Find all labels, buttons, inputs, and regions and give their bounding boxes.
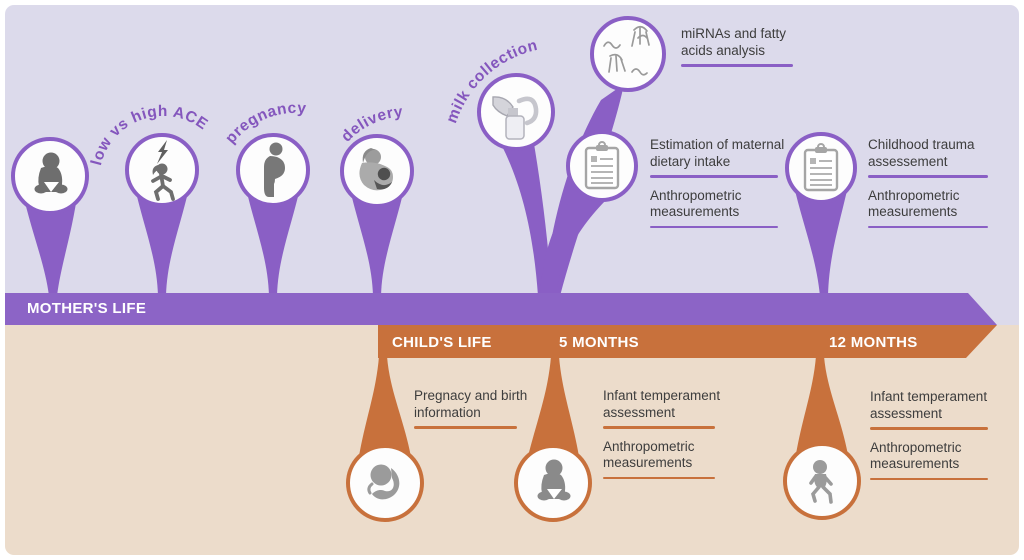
pin-ace [134, 184, 190, 296]
walking-toddler-icon [809, 460, 833, 504]
mother-circles [11, 16, 857, 215]
pin-twelve-month-mother [793, 182, 849, 296]
pin-baseline [22, 190, 78, 296]
pin-five-months [525, 356, 581, 469]
child-life-band [378, 325, 997, 358]
sitting-baby-icon [34, 152, 68, 194]
sitting-baby-icon [537, 459, 571, 501]
mirna-molecules-icon [603, 25, 650, 76]
pin-birth [357, 356, 413, 469]
clipboard-icon [584, 141, 620, 190]
circle-mirna [590, 16, 666, 92]
breast-pump-icon [492, 96, 539, 140]
child-pin-tails [357, 356, 850, 469]
nursing-mother-icon [359, 148, 393, 191]
child-circles [346, 442, 861, 522]
running-girl-with-lightning-icon [151, 140, 175, 201]
lightning-icon [157, 140, 168, 164]
pin-milk-branch-pump [502, 132, 552, 296]
pin-pregnancy [245, 184, 301, 296]
clipboard-icon [803, 143, 839, 192]
child-life-background [5, 325, 1019, 555]
fetus-icon [367, 464, 400, 500]
pin-twelve-months [794, 356, 850, 467]
pin-delivery [349, 185, 405, 296]
pin-milk-branch-clipboard [540, 186, 608, 296]
mother-life-band [5, 293, 997, 325]
pregnant-woman-icon [264, 142, 285, 197]
